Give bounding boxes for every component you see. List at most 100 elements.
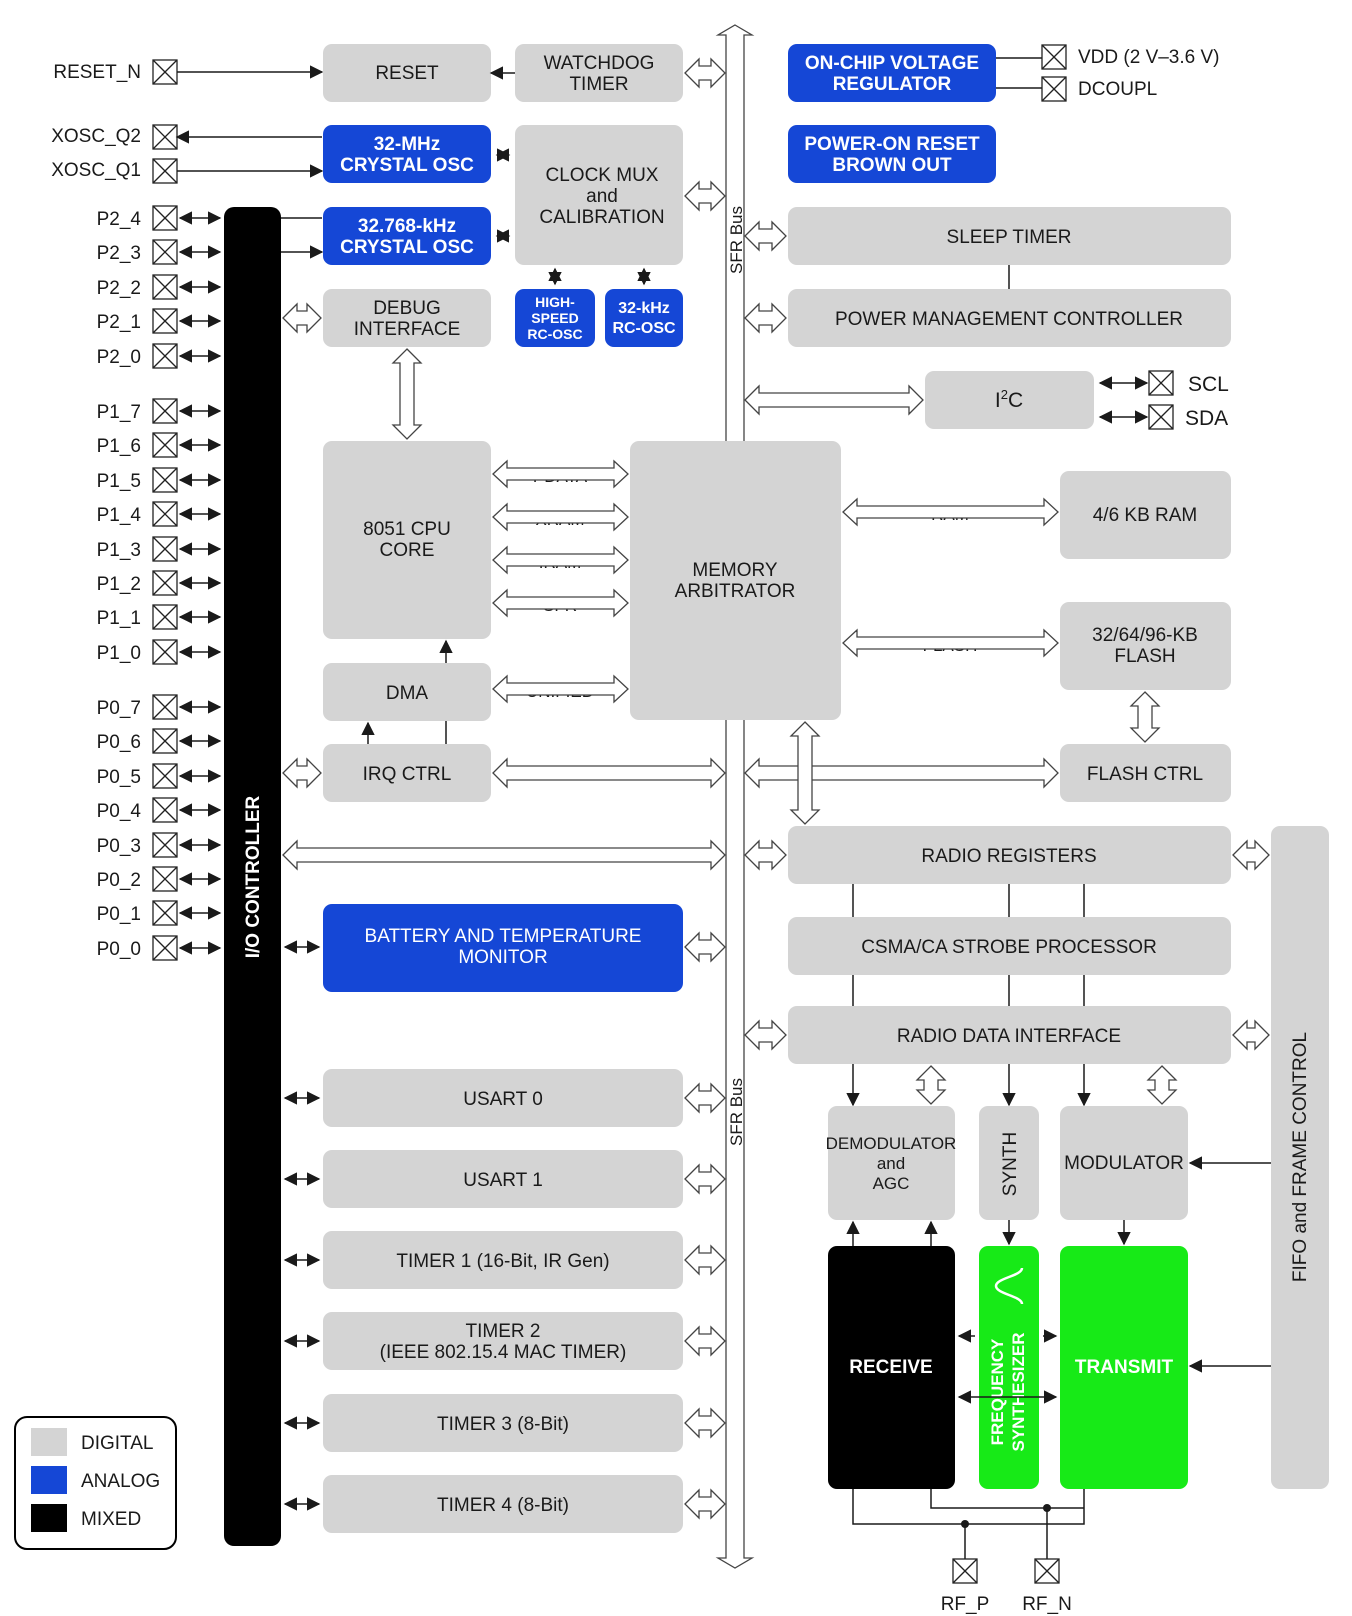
- cpu-block: [323, 441, 491, 639]
- usart-1-block: [323, 1150, 683, 1208]
- pin-icon: [152, 570, 178, 596]
- timer-1-group: TIMER 1 (16-Bit, IR Gen): [283, 1231, 683, 1289]
- peripheral-blocks: USART 0 USART 1 TIMER 1 (16-Bit, IR Gen) TI…: [283, 1069, 683, 1533]
- pmc-block: [788, 289, 1231, 347]
- timer-3-block: [323, 1394, 683, 1452]
- reset-block: [323, 44, 491, 102]
- flash-label-1: 32/64/96-KB: [1092, 625, 1198, 646]
- i2c-sfr-arrow: [744, 384, 924, 416]
- pin-dcoupl: DCOUPL: [1041, 76, 1157, 102]
- pin-icon: [152, 866, 178, 892]
- pin-icon: [152, 604, 178, 630]
- peripheral-sfr-arrow-4: [684, 1407, 726, 1439]
- flash-label-2: FLASH: [1114, 646, 1175, 667]
- clock-mux-block: [515, 125, 683, 265]
- watchdog-label-1: WATCHDOG: [544, 53, 655, 74]
- irq-sfr-arrow: [492, 757, 726, 789]
- voltage-regulator-block: [788, 44, 996, 102]
- receive-label: RECEIVE: [849, 1357, 932, 1378]
- radio-registers-block: [788, 826, 1231, 884]
- rc-32khz-block: [605, 289, 683, 347]
- pin-sda: SDA: [1148, 404, 1228, 430]
- demodulator-block: [828, 1106, 955, 1220]
- timer-2-block: [323, 1312, 683, 1370]
- timer-4-group: TIMER 4 (8-Bit): [283, 1475, 683, 1533]
- flash-flashctrl-arrow: [1129, 691, 1161, 743]
- debug-interface-block: [323, 289, 491, 347]
- csma-label: CSMA/CA STROBE PROCESSOR: [861, 937, 1157, 958]
- pin-icon: [152, 900, 178, 926]
- demodulator-label-3: AGC: [873, 1174, 910, 1193]
- pin-icon: [152, 124, 178, 150]
- pin-label: P0_3: [97, 836, 141, 857]
- cpu-label-1: 8051 CPU: [363, 519, 451, 540]
- pin-label: P0_2: [97, 870, 141, 891]
- timer-1-label: TIMER 1 (16-Bit, IR Gen): [396, 1251, 609, 1272]
- peripheral-sfr-arrow-3: [684, 1325, 726, 1357]
- pin-icon: [152, 832, 178, 858]
- hs-rc-osc-label-1: HIGH-: [535, 294, 575, 310]
- pin-p1-0: P1_0: [97, 639, 222, 665]
- hs-rc-osc-label-2: SPEED: [531, 310, 578, 326]
- usart-0-group: USART 0: [283, 1069, 683, 1127]
- battery-monitor-label-1: BATTERY AND TEMPERATURE: [365, 926, 642, 947]
- pin-label: P2_0: [97, 347, 141, 368]
- flash-block: [1060, 602, 1231, 690]
- pin-p2-4: P2_4: [97, 205, 222, 231]
- sfr-right-arrow-1: [744, 302, 787, 334]
- legend-swatch-digital: [31, 1428, 67, 1456]
- pin-xosc-q2: XOSC_Q2: [51, 124, 178, 150]
- pin-xosc-q1-label: XOSC_Q1: [51, 160, 141, 181]
- mem-radioregs-arrow: [789, 721, 821, 825]
- pin-icon: [152, 398, 178, 424]
- voltage-regulator-label-2: REGULATOR: [833, 74, 952, 95]
- legend-digital-label: DIGITAL: [81, 1433, 154, 1454]
- transmit-label: TRANSMIT: [1075, 1357, 1174, 1378]
- usart-1-label: USART 1: [463, 1170, 543, 1191]
- timer-2-label-2: (IEEE 802.15.4 MAC TIMER): [380, 1342, 627, 1363]
- pin-vdd-label: VDD (2 V–3.6 V): [1078, 47, 1220, 68]
- watchdog-block: [515, 44, 683, 102]
- pin-scl-label: SCL: [1188, 373, 1229, 396]
- hs-rc-osc-block: [515, 289, 595, 347]
- pin-xosc-q2-label: XOSC_Q2: [51, 126, 141, 147]
- pin-reset-n-label: RESET_N: [53, 62, 141, 83]
- timer-2-group: TIMER 2(IEEE 802.15.4 MAC TIMER): [283, 1312, 683, 1370]
- pin-scl: SCL: [1148, 370, 1229, 396]
- pin-p1-6: P1_6: [97, 432, 222, 458]
- pin-label: P0_1: [97, 904, 141, 925]
- pmc-label: POWER MANAGEMENT CONTROLLER: [835, 309, 1183, 330]
- pin-icon: [152, 274, 178, 300]
- pin-icon: [152, 935, 178, 961]
- cpu-mem-bus-2: [492, 545, 629, 575]
- peripheral-sfr-arrow-5: [684, 1488, 726, 1520]
- pin-rf-n: RF_N: [1022, 1558, 1072, 1615]
- pin-icon: [152, 728, 178, 754]
- pin-icon: [152, 239, 178, 265]
- frequency-synthesizer-block: [979, 1246, 1039, 1489]
- timer-3-group: TIMER 3 (8-Bit): [283, 1394, 683, 1452]
- sine-wave-icon: [994, 1267, 1024, 1305]
- flash-ctrl-block: [1060, 744, 1231, 802]
- radioregs-sfr-arrow: [744, 839, 787, 871]
- osc-32mhz-label-1: 32-MHz: [374, 134, 441, 155]
- modulator-label: MODULATOR: [1064, 1153, 1184, 1174]
- pin-icon: [1041, 44, 1067, 70]
- rc-32khz-label-1: 32-kHz: [618, 300, 670, 317]
- cpu-mem-bus-0: [492, 459, 629, 489]
- pin-icon: [152, 205, 178, 231]
- pin-icon: [1041, 76, 1067, 102]
- frequency-synthesizer-label-2: SYNTHESIZER: [1009, 1332, 1028, 1451]
- pin-icon: [952, 1558, 978, 1584]
- legend-swatch-mixed: [31, 1504, 67, 1532]
- watchdog-label-2: TIMER: [569, 74, 628, 95]
- clock-mux-label-1: CLOCK MUX: [546, 165, 659, 186]
- sfr-stub-top-1: [684, 180, 726, 212]
- pin-p2-0: P2_0: [97, 343, 222, 369]
- pin-p0-6: P0_6: [97, 728, 222, 754]
- fifo-frame-control-block: [1271, 826, 1329, 1489]
- pin-label: P1_0: [97, 643, 141, 664]
- timer-4-label: TIMER 4 (8-Bit): [437, 1495, 569, 1516]
- flash-bus: [842, 628, 1059, 658]
- pin-icon: [152, 797, 178, 823]
